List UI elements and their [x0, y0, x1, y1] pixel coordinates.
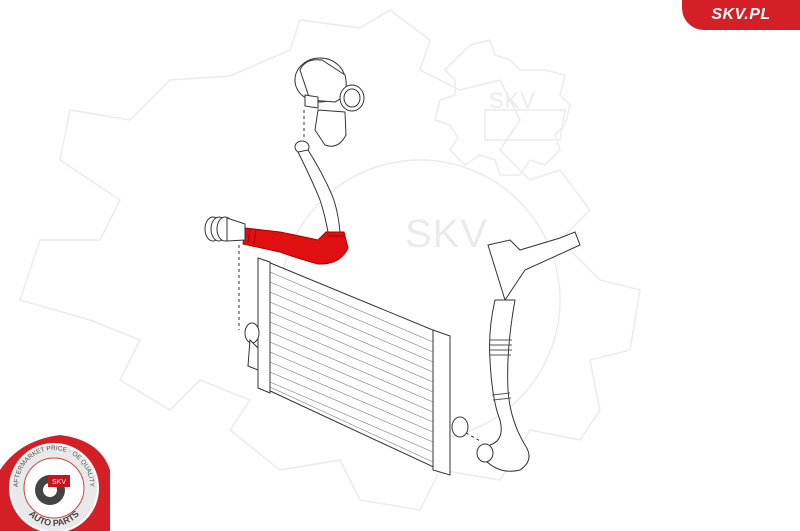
hose-clamp-icon — [204, 216, 246, 330]
watermark-center-text: SKV — [405, 212, 489, 256]
turbocharger-icon — [294, 57, 365, 147]
brand-site-label: SKV.PL — [711, 6, 771, 23]
watermark-gear-small-icon — [434, 39, 571, 176]
charge-air-hose-highlight — [242, 227, 349, 265]
watermark-gear-text: SKV — [489, 88, 537, 113]
intercooler-outlet-pipe-icon — [476, 231, 581, 472]
turbo-outlet-pipe-icon — [294, 140, 341, 233]
brand-logo-tab[interactable]: SKV.PL — [682, 0, 800, 30]
badge-center-text: SKV — [52, 479, 66, 486]
skv-auto-parts-badge: AFTERMARKET PRICE · OE QUALITY AUTO PART… — [0, 435, 110, 531]
gear-logo-icon — [35, 475, 70, 505]
intercooler-icon — [244, 257, 483, 476]
